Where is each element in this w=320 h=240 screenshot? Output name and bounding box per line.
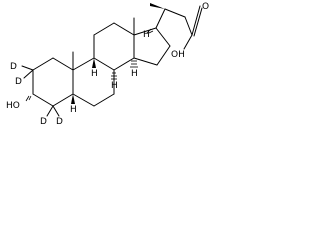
hydrogen-label: H	[70, 105, 77, 115]
hydrogen-label: H	[131, 69, 138, 79]
deuterium-label: D	[15, 77, 22, 87]
carboxyl-oh-label: OH	[171, 50, 185, 60]
deuterium-label: D	[40, 117, 47, 127]
hydrogen-label: H	[143, 30, 150, 40]
side-chain	[155, 5, 203, 50]
molecule-structure: D D D D HO H H H H H O OH	[6, 2, 209, 127]
substituent-bonds	[21, 65, 60, 117]
deuterium-label: D	[56, 117, 63, 127]
ring-a	[32, 57, 74, 107]
ring-b	[72, 57, 115, 107]
methyl-c20-wedge	[150, 3, 165, 9]
stereo-h-bonds	[71, 28, 154, 104]
hydroxyl-label: HO	[6, 101, 20, 111]
ring-d	[133, 27, 171, 66]
hydrogen-label: H	[91, 69, 98, 79]
deuterium-label: D	[10, 62, 17, 72]
hydrogen-label: H	[111, 81, 118, 91]
carbonyl-oxygen-label: O	[202, 2, 209, 12]
ring-c	[93, 22, 135, 71]
